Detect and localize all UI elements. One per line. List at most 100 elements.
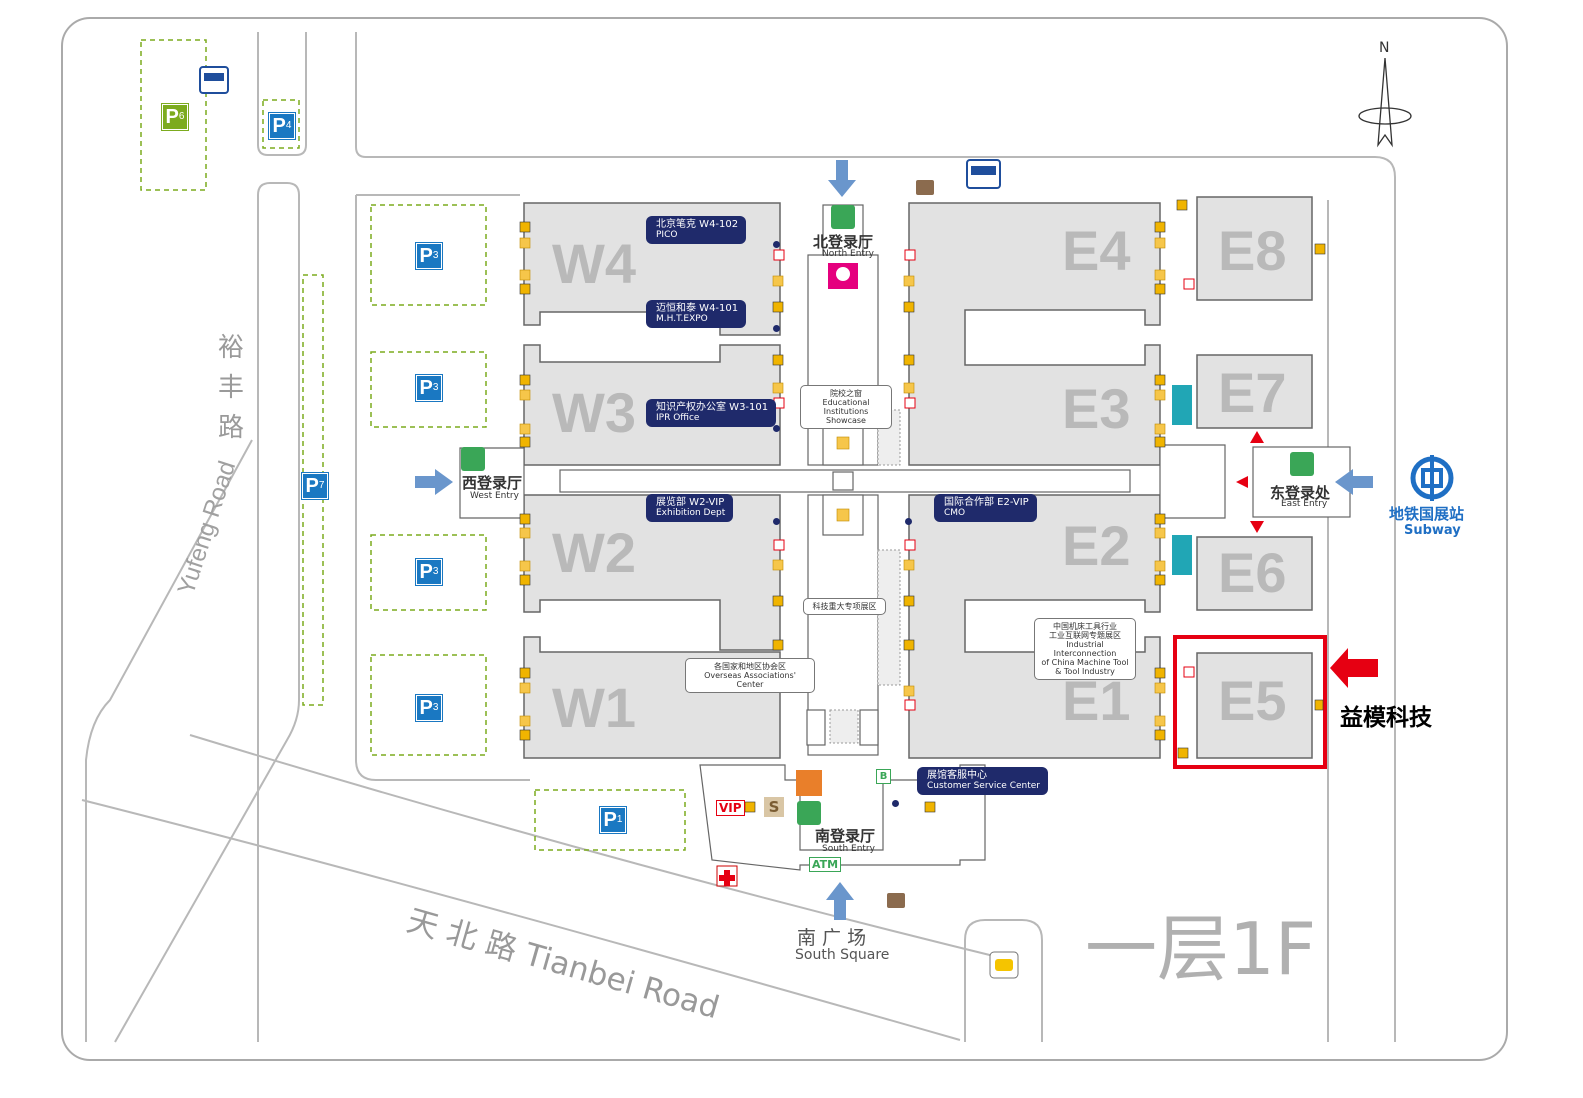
restroom-icon [1154, 374, 1166, 386]
parking-number: 3 [432, 566, 439, 577]
restroom-icon [519, 436, 531, 448]
parking-sign-p3: P3 [416, 243, 442, 269]
callout-title: 知识产权办公室 W3-101 [656, 402, 769, 413]
stairs-icon [903, 685, 915, 697]
restroom-icon [903, 595, 915, 607]
fire-exit-icon [1183, 666, 1195, 678]
shaded-area [829, 709, 859, 744]
restroom-icon [1154, 513, 1166, 525]
restroom-icon [744, 801, 756, 813]
vip-icon: VIP [716, 800, 745, 816]
stairs-icon [772, 275, 784, 287]
note-edu-showcase: 院校之窗 Educational Institutions Showcase [800, 385, 892, 429]
note-line: Overseas Associations' Center [704, 671, 796, 689]
west-entry-icon [461, 447, 485, 471]
restroom-icon [1154, 436, 1166, 448]
stairs-icon [1154, 527, 1166, 539]
fire-exit-icon [904, 539, 916, 551]
road-segment [257, 32, 307, 156]
hall-e7-shape [1196, 354, 1313, 429]
south-square-label-en: South Square [795, 947, 890, 963]
callout-pico: 北京笔克 W4-102 PICO [646, 216, 747, 244]
south-entry-hall [699, 764, 986, 871]
road-segment [355, 32, 1396, 1042]
fire-exit-icon [1183, 278, 1195, 290]
parking-number: 1 [616, 814, 623, 825]
parking-sign-p1: P1 [600, 807, 626, 833]
highlight-box [1173, 635, 1327, 769]
service-icon [1172, 535, 1192, 575]
hall-label-e8: E8 [1218, 219, 1287, 282]
parking-lot [370, 204, 487, 306]
south-square-label: 南 广 场 [797, 927, 867, 949]
south-arrow-icon [826, 882, 854, 920]
stairs-icon [836, 436, 850, 450]
stairs-icon [1154, 715, 1166, 727]
parking-sign-p7: P7 [302, 473, 328, 499]
stairs-icon [1154, 389, 1166, 401]
stairs-icon [903, 275, 915, 287]
stairs-icon [1154, 560, 1166, 572]
restroom-icon [1314, 243, 1326, 255]
note-line: Showcase [826, 416, 866, 425]
callout-dot [773, 518, 780, 525]
fire-exit-icon [904, 397, 916, 409]
restroom-icon [772, 354, 784, 366]
road-segment [85, 439, 253, 1042]
stairs-icon [519, 237, 531, 249]
restroom-icon [1154, 283, 1166, 295]
svg-text:N: N [1379, 40, 1389, 56]
callout-subtitle: IPR Office [656, 413, 700, 423]
parking-p-letter: P [305, 475, 319, 497]
restroom-icon [903, 354, 915, 366]
stairs-icon [903, 382, 915, 394]
kiosk [806, 709, 826, 746]
fire-exit-icon [904, 249, 916, 261]
atm-icon: ATM [809, 857, 842, 872]
red-up-arrow-icon [1250, 431, 1264, 443]
restroom-icon [1154, 667, 1166, 679]
note-line: & Tool Industry [1055, 667, 1115, 676]
south-entry-icon [797, 801, 821, 825]
restroom-icon [1154, 729, 1166, 741]
stairs-icon [519, 682, 531, 694]
east-entry-icon [1290, 452, 1314, 476]
parking-p-letter: P [419, 561, 433, 583]
parking-lot [370, 654, 487, 756]
restroom-icon [1177, 747, 1189, 759]
callout-dot [892, 800, 899, 807]
stairs-icon [1154, 269, 1166, 281]
stairs-icon [519, 715, 531, 727]
hall-label-w1: W1 [552, 676, 636, 739]
restroom-icon [519, 729, 531, 741]
hall-label-e4: E4 [1062, 219, 1131, 282]
callout-subtitle: M.H.T.EXPO [656, 314, 708, 324]
south-entry-label-en: South Entry [822, 844, 875, 854]
parking-sign-p4: P4 [269, 113, 295, 139]
callout-cmo: 国际合作部 E2-VIP CMO [934, 494, 1037, 522]
red-direction-arrows [1236, 431, 1264, 533]
callout-subtitle: PICO [656, 230, 678, 240]
stairs-icon [1154, 237, 1166, 249]
parking-lot [370, 534, 487, 611]
fire-exit-icon [904, 699, 916, 711]
stairs-icon [903, 559, 915, 571]
stairs-icon [1154, 423, 1166, 435]
hall-label-e2: E2 [1062, 514, 1131, 577]
restroom-icon [772, 595, 784, 607]
note-line: 工业互联网专题展区 [1049, 631, 1121, 640]
parking-number: 6 [178, 111, 185, 122]
restroom-icon [1154, 574, 1166, 586]
callout-dot [773, 241, 780, 248]
highlight-arrow-icon [1330, 648, 1378, 688]
west-entry-label-en: West Entry [470, 491, 519, 501]
note-line: Industrial Interconnection [1053, 640, 1117, 658]
callout-subtitle: Customer Service Center [927, 781, 1040, 791]
south-entry-label: 南登录厅 [815, 827, 876, 845]
parking-lot [262, 99, 300, 149]
road-segment [964, 919, 1043, 1042]
kiosk [859, 709, 879, 746]
road-segment [189, 734, 1011, 961]
luggage-icon [916, 180, 934, 195]
red-down-arrow-icon [1250, 521, 1264, 533]
